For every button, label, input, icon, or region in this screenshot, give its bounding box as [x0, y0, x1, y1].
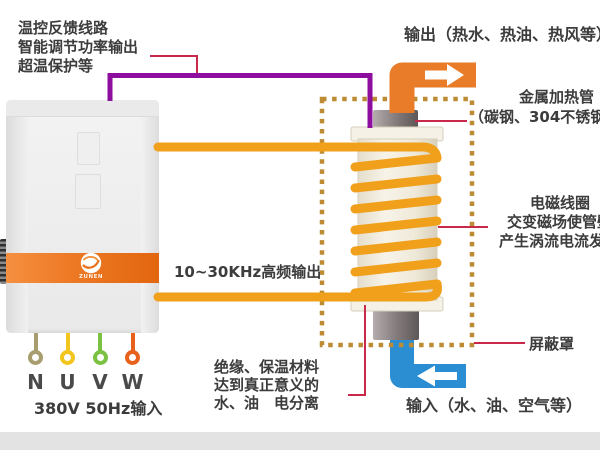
controller-button-outline: [75, 174, 101, 209]
terminal-label-v: V: [92, 370, 108, 394]
ring-terminal-v-icon: [92, 350, 108, 365]
controller-display-outline: [77, 132, 100, 165]
insulation-note-line1: 绝缘、保温材料: [214, 358, 320, 376]
brand-name: ZUNEN: [79, 274, 103, 280]
coil-turn: [350, 195, 442, 214]
terminal-label-w: W: [121, 370, 144, 394]
coil-lead-bottom: [153, 279, 442, 302]
output-arrow-right-icon: [425, 64, 464, 86]
feedback-note: 温控反馈线路 智能调节功率输出 超温保护等: [18, 19, 138, 76]
coil-turn: [350, 216, 442, 235]
wire-v: [98, 333, 102, 352]
heating-tube-label-line1: 金属加热管: [519, 88, 595, 106]
wire-n: [33, 333, 38, 352]
ring-terminal-w-icon: [125, 350, 140, 365]
controller-unit: [6, 100, 159, 333]
terminal-label-u: U: [59, 370, 76, 394]
terminal-label-n: N: [27, 370, 44, 394]
coil-label-line1: 电磁线圈: [530, 194, 591, 212]
brand-logo-icon: [80, 252, 102, 274]
bottom-gray-strip: [0, 432, 600, 450]
heating-tube-label-line2: （碳钢、304不锈钢）: [469, 108, 600, 126]
input-arrow-left-icon: [417, 365, 457, 387]
feedback-note-line3: 超温保护等: [18, 57, 94, 75]
callout-lines: [150, 55, 525, 396]
shield-label: 屏蔽罩: [529, 335, 575, 353]
callout-insulation-line: [348, 305, 366, 396]
induction-coil: [153, 142, 442, 302]
insulation-note: 绝缘、保温材料 达到真正意义的 水、油 电分离: [214, 358, 319, 412]
power-input-label: 380V 50Hz输入: [34, 399, 163, 418]
input-label: 输入（水、油、空气等）: [406, 396, 583, 415]
coil-turn: [350, 174, 442, 193]
coil-turn: [350, 237, 442, 256]
ring-terminal-n-icon: [28, 350, 43, 365]
feedback-wire: [107, 73, 373, 128]
output-pipe: [389, 62, 476, 113]
feedback-note-line1: 温控反馈线路: [18, 19, 109, 37]
hf-output-label: 10~30KHz高频输出: [174, 263, 322, 281]
wire-u: [65, 333, 70, 352]
insulation-note-line3: 水、油 电分离: [214, 394, 320, 412]
insulation-note-line2: 达到真正意义的: [214, 376, 320, 394]
ring-terminal-u-icon: [60, 350, 75, 365]
coil-turn: [350, 279, 442, 298]
coil-label-line3: 产生涡流电流发热: [499, 232, 600, 250]
coil-turn: [350, 258, 442, 277]
controller-top-cover: [6, 100, 159, 117]
output-label: 输出（热水、热油、热风等）: [404, 25, 600, 44]
heater-bottom-cap: [373, 310, 419, 340]
callout-feedback-line: [150, 55, 198, 73]
coil-turn: [350, 153, 442, 172]
coil-label-line2: 交变磁场使管壁: [507, 213, 600, 231]
feedback-note-line2: 智能调节功率输出: [18, 38, 139, 56]
wire-w: [130, 333, 135, 352]
